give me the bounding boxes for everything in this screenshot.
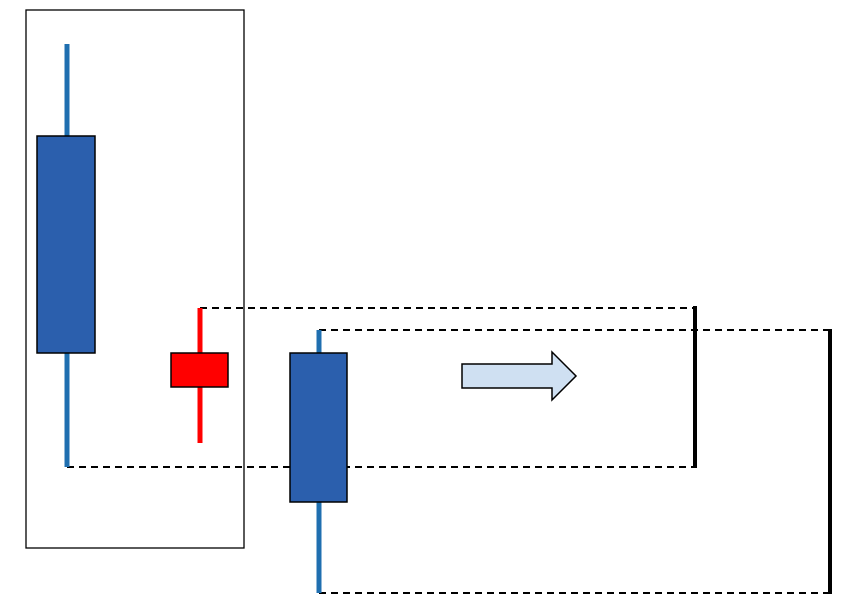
candle-2-body	[170, 352, 229, 388]
candle-3	[289, 330, 348, 593]
candle-1-body	[36, 135, 96, 354]
range-projection-2	[319, 329, 830, 594]
candle-3-body	[289, 352, 348, 503]
candle-2	[170, 308, 229, 443]
pattern-frame	[25, 9, 245, 549]
right-arrow-icon	[461, 350, 578, 402]
candle-1	[36, 44, 96, 467]
range-projection-1	[67, 307, 695, 468]
